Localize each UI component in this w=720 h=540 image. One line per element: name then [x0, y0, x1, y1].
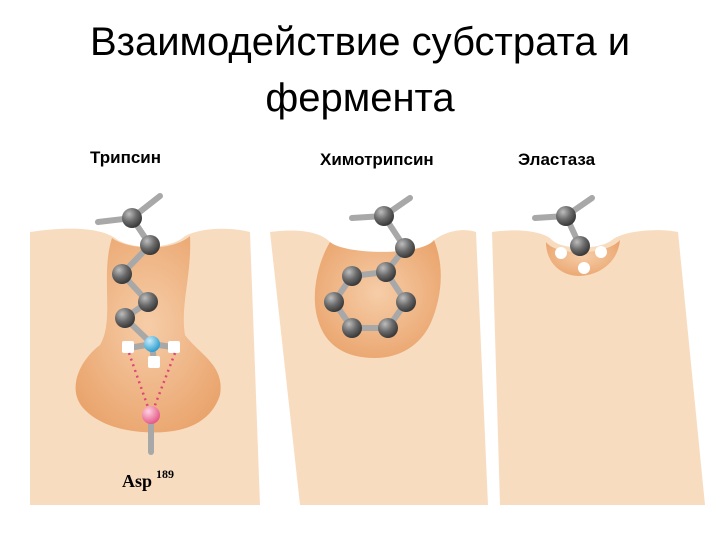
asp-residue-number: 189 — [156, 467, 174, 481]
title-line-2: фермента — [265, 76, 455, 120]
trypsin-asp189-carboxylate — [142, 406, 160, 424]
trypsin-carbon-atom — [122, 208, 142, 228]
trypsin-carbon-atom — [138, 292, 158, 312]
elastase-carbon-atom — [556, 206, 576, 226]
trypsin-hydrogen-atom — [168, 341, 180, 353]
chymotrypsin-ring-atom — [342, 318, 362, 338]
trypsin-hydrogen-atom — [122, 341, 134, 353]
elastase-hydrogen-atom — [595, 246, 607, 258]
elastase-label: Эластаза — [518, 150, 596, 169]
chymotrypsin-ring-atom — [378, 318, 398, 338]
chymotrypsin-ring-atom — [342, 266, 362, 286]
trypsin-specificity-pocket — [75, 236, 221, 433]
trypsin-lysine-nitrogen — [144, 336, 160, 352]
trypsin-carbon-atom — [112, 264, 132, 284]
chymotrypsin-panel — [270, 195, 488, 505]
trypsin-label: Трипсин — [90, 148, 162, 167]
slide-title: Взаимодействие субстрата и фермента — [0, 14, 720, 126]
elastase-panel — [492, 195, 705, 505]
trypsin-hydrogen-atom — [148, 356, 160, 368]
chymotrypsin-label: Химотрипсин — [320, 150, 434, 169]
elastase-enzyme-surface — [492, 230, 705, 505]
trypsin-carbon-atom — [140, 235, 160, 255]
chymotrypsin-carbon-atom — [374, 206, 394, 226]
asp-residue-label: Asp — [122, 471, 152, 491]
trypsin-panel: Asp 189 — [30, 193, 260, 505]
elastase-hydrogen-atom — [555, 247, 567, 259]
chymotrypsin-ring-atom — [396, 292, 416, 312]
chymotrypsin-carbon-atom — [395, 238, 415, 258]
elastase-hydrogen-atom — [578, 262, 590, 274]
title-line-1: Взаимодействие субстрата и — [89, 20, 631, 64]
trypsin-ionic-interaction — [127, 352, 177, 414]
chymotrypsin-ring-atom — [376, 262, 396, 282]
trypsin-carbon-atom — [115, 308, 135, 328]
elastase-methyl-carbon — [570, 236, 590, 256]
elastase-specificity-pocket — [546, 240, 620, 276]
chymotrypsin-ring-atom — [324, 292, 344, 312]
